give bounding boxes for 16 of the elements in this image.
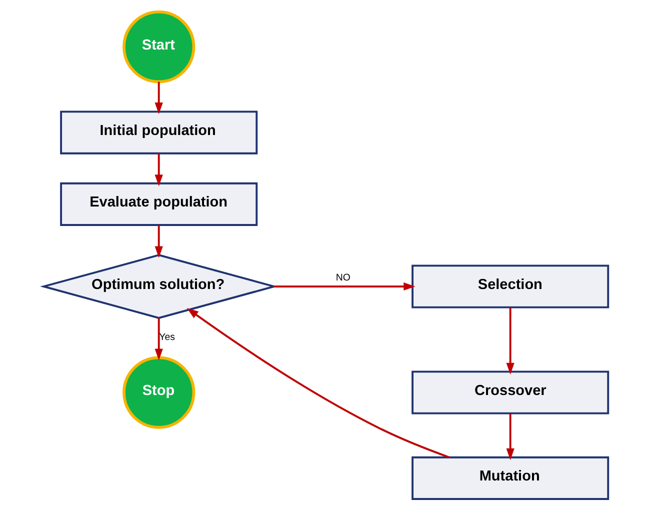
arrow bbox=[506, 308, 514, 374]
arrow bbox=[154, 225, 162, 258]
arrow bbox=[154, 154, 162, 186]
arrow bbox=[186, 308, 450, 458]
arrow bbox=[506, 414, 514, 460]
node-box: Mutation bbox=[411, 456, 609, 500]
arrow bbox=[154, 82, 162, 114]
node-circle: Start bbox=[122, 10, 195, 84]
node-circle: Stop bbox=[122, 356, 195, 429]
node-box: Crossover bbox=[411, 370, 609, 414]
arrow bbox=[154, 318, 162, 360]
node-box: Initial population bbox=[60, 110, 258, 154]
node-box: Selection bbox=[411, 264, 609, 308]
arrow bbox=[273, 282, 415, 291]
edge-label: NO bbox=[335, 272, 350, 284]
node-box: Evaluate population bbox=[60, 182, 258, 226]
